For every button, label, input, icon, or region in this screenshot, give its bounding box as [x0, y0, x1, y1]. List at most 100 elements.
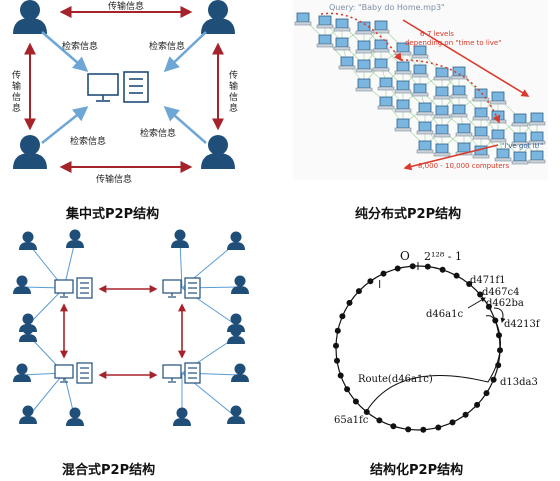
computer-icon	[333, 18, 351, 32]
peer-user-icon	[231, 275, 249, 294]
route-pointer	[467, 297, 486, 309]
peer-user-icon	[13, 275, 31, 294]
search-arrow-br	[163, 106, 207, 144]
computers-text: 8,000 - 10,000 computers	[418, 162, 509, 170]
transfer-label-bottom: 传输信息	[96, 173, 132, 185]
route-label: Route(d46a1c)	[358, 374, 433, 385]
computer-icon	[394, 80, 412, 94]
node-label-d46a1c: d46a1c	[426, 309, 463, 320]
caption-centralized: 集中式P2P结构	[66, 207, 160, 222]
ring-node-dots	[333, 263, 503, 433]
caption-pure-distributed: 纯分布式P2P结构	[355, 207, 462, 222]
search-label-tl: 检索信息	[62, 40, 98, 52]
caption-hybrid: 混合式P2P结构	[62, 463, 156, 478]
computer-icon	[355, 78, 373, 92]
ring-node-dot	[439, 266, 446, 273]
cursor-mark: I	[378, 278, 381, 291]
computer-icon	[355, 59, 373, 73]
computer-icon	[433, 143, 451, 157]
ring-node-dot	[367, 278, 374, 285]
levels-text-1: 6-7 levels	[420, 30, 454, 38]
computer-icon	[316, 15, 334, 29]
query-text: Query: "Baby do Home.mp3"	[329, 3, 445, 12]
ring-node-dot	[376, 417, 383, 424]
peer-user-icon	[231, 363, 249, 382]
peer-user-icon	[227, 405, 245, 424]
ring-node-dot	[405, 426, 412, 433]
peer-user-icon	[66, 407, 84, 426]
ring-node-dot	[420, 426, 427, 433]
ring-node-dot	[483, 390, 490, 397]
computer-icon	[472, 126, 490, 140]
search-arrow-tr	[163, 31, 207, 73]
computer-icon	[394, 61, 412, 75]
computer-icon	[433, 86, 451, 100]
search-label-br: 检索信息	[140, 127, 176, 139]
computers-arrow	[403, 144, 499, 171]
ring-node-dot	[380, 270, 387, 277]
route-arrow-loop	[493, 307, 506, 323]
computer-icon	[528, 150, 546, 164]
peer-link	[27, 372, 65, 418]
computer-icon	[416, 140, 434, 154]
transfer-label-top: 传输信息	[108, 0, 144, 12]
peer-user-icon	[173, 407, 191, 426]
peer-user-icon-bottom-right	[201, 135, 235, 169]
ring-node-dot	[334, 327, 341, 334]
ring-node-dot	[477, 291, 484, 298]
ring-node-dot	[390, 423, 397, 430]
ring-max-label: 2¹²⁸ - 1	[424, 250, 462, 263]
ring-node-dot	[449, 419, 456, 426]
super-node-server-tl	[54, 277, 93, 299]
ring-node-dot	[453, 272, 460, 279]
computer-icon	[511, 113, 529, 127]
path-arrow-right	[400, 59, 501, 124]
computer-icon	[489, 110, 507, 124]
svg-text:传输信息: 传输信息	[12, 69, 21, 114]
computer-icon	[433, 67, 451, 81]
computer-icon	[433, 105, 451, 119]
computer-icon	[416, 102, 434, 116]
ring-node-dot	[346, 299, 353, 306]
svg-text:传输信息: 传输信息	[229, 69, 238, 114]
computer-icon	[411, 83, 429, 97]
computer-icon	[333, 37, 351, 51]
ring-node-dot	[424, 263, 431, 270]
computer-icon	[450, 85, 468, 99]
computer-icon	[372, 20, 390, 34]
peer-user-icon	[66, 229, 84, 248]
computer-icon	[316, 34, 334, 48]
search-label-bl: 检索信息	[70, 135, 106, 147]
route-path	[365, 315, 501, 413]
computer-icon	[450, 104, 468, 118]
computer-icon	[394, 118, 412, 132]
caption-structured: 结构化P2P结构	[370, 463, 464, 478]
ring-node-dot	[344, 386, 351, 393]
computer-icon	[455, 123, 473, 137]
node-label-d467c4: d467c4	[482, 287, 519, 298]
peer-user-icon	[19, 231, 37, 250]
peer-link	[179, 240, 183, 289]
ring-node-dot	[333, 342, 339, 349]
peer-user-icon	[19, 405, 37, 424]
transfer-label-right-vertical: 传输信息	[229, 69, 238, 114]
computer-icon	[416, 121, 434, 135]
levels-arrow	[402, 19, 530, 97]
levels-text-2: depending on "time to live"	[405, 39, 501, 47]
node-label-d462ba: d462ba	[486, 298, 524, 309]
node-label-d4213f: d4213f	[504, 319, 541, 330]
ring-node-dot	[466, 281, 473, 287]
computer-icon	[294, 12, 312, 26]
search-arrow-bl	[41, 106, 89, 144]
peer-user-icon	[227, 231, 245, 250]
ring-node-dot	[337, 372, 344, 379]
node-label-d13da3: d13da3	[500, 377, 538, 388]
peer-user-icon	[13, 363, 31, 382]
computer-icon	[394, 99, 412, 113]
search-label-tr: 检索信息	[149, 40, 185, 52]
computer-icon	[528, 112, 546, 126]
ring-node-dot	[355, 288, 362, 295]
hybrid-p2p-diagram	[13, 229, 249, 426]
ring-node-dot	[339, 313, 346, 320]
